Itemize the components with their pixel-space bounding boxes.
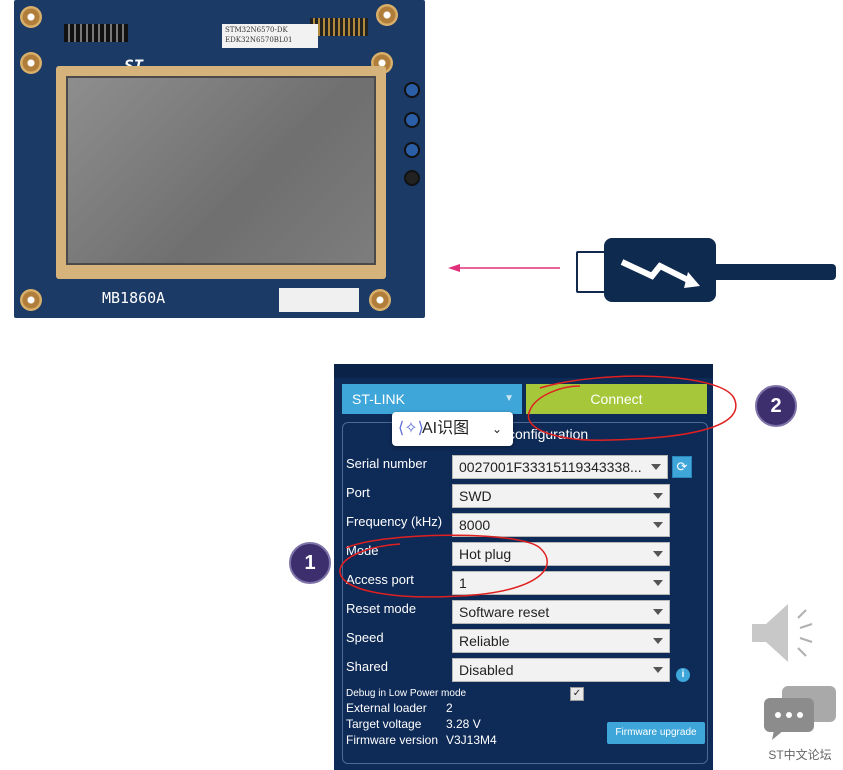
speed-value: Reliable <box>459 633 510 649</box>
dropdown-arrow-icon <box>653 667 663 673</box>
dropdown-arrow-icon <box>653 493 663 499</box>
firmware-upgrade-button[interactable]: Firmware upgrade <box>607 722 705 744</box>
frequency-select[interactable]: 8000 <box>452 513 670 537</box>
dropdown-arrow-icon <box>651 464 661 470</box>
board-button <box>404 170 420 186</box>
port-select[interactable]: SWD <box>452 484 670 508</box>
interface-select[interactable]: ST-LINK ▼ <box>342 384 522 414</box>
shared-select[interactable]: Disabled <box>452 658 670 682</box>
dropdown-arrow-icon <box>653 551 663 557</box>
reset-mode-value: Software reset <box>459 604 550 620</box>
mount-hole <box>20 52 42 74</box>
dev-board-image: STM32N6570-DK EDK32N6570BL01 ST MB1860A <box>14 0 425 318</box>
pin-header <box>310 18 368 36</box>
arrow-left-icon <box>448 264 560 272</box>
board-button <box>404 82 420 98</box>
access-port-select[interactable]: 1 <box>452 571 670 595</box>
frequency-label: Frequency (kHz) <box>346 514 443 529</box>
lcd-screen <box>56 66 386 279</box>
target-voltage-label: Target voltage <box>346 717 422 731</box>
info-icon[interactable]: i <box>676 668 690 682</box>
ai-popup-label: AI识图 <box>422 420 470 437</box>
port-value: SWD <box>459 488 492 504</box>
speed-label: Speed <box>346 630 384 645</box>
board-chip-label: STM32N6570-DK EDK32N6570BL01 <box>222 24 318 48</box>
mode-label: Mode <box>346 543 379 558</box>
mode-value: Hot plug <box>459 546 512 562</box>
reset-mode-select[interactable]: Software reset <box>452 600 670 624</box>
mode-select[interactable]: Hot plug <box>452 542 670 566</box>
access-port-label: Access port <box>346 572 414 587</box>
debug-low-power-label: Debug in Low Power mode <box>346 688 467 699</box>
shared-label: Shared <box>346 659 388 674</box>
forum-label[interactable]: ST中文论坛 <box>768 748 832 762</box>
external-loader-value: 2 <box>446 701 453 715</box>
ai-image-popup[interactable]: ⟨✧⟩ AI识图 ⌄ <box>392 412 513 446</box>
board-serial-sticker <box>279 288 359 312</box>
board-model-label: MB1860A <box>102 289 166 307</box>
mount-hole <box>369 289 391 311</box>
firmware-version-label: Firmware version <box>346 733 439 747</box>
access-port-value: 1 <box>459 575 467 591</box>
interface-select-value: ST-LINK <box>352 391 405 407</box>
firmware-version-value: V3J13M4 <box>446 733 497 747</box>
dropdown-arrow-icon <box>653 609 663 615</box>
reset-mode-label: Reset mode <box>346 601 417 616</box>
stm32cubeprogrammer-panel: ST-LINK ▼ Connect configuration Serial n… <box>334 364 713 770</box>
frequency-value: 8000 <box>459 517 491 533</box>
chevron-down-icon: ⌄ <box>492 422 503 436</box>
mount-hole <box>20 289 42 311</box>
serial-number-label: Serial number <box>346 456 427 471</box>
board-button <box>404 112 420 128</box>
serial-number-value: 0027001F33315119343338... <box>459 459 642 475</box>
shared-value: Disabled <box>459 662 514 678</box>
serial-number-select[interactable]: 0027001F33315119343338... <box>452 455 668 479</box>
speaker-icon[interactable] <box>748 598 828 668</box>
mount-hole <box>20 6 42 28</box>
step-badge-2: 2 <box>755 385 797 427</box>
usb-wire <box>714 264 836 280</box>
dropdown-arrow-icon <box>653 522 663 528</box>
port-label: Port <box>346 485 370 500</box>
board-button <box>404 142 420 158</box>
refresh-icon[interactable]: ⟳ <box>672 456 692 478</box>
connect-button[interactable]: Connect <box>526 384 707 414</box>
chat-bubble-icon[interactable] <box>760 686 840 742</box>
pin-header <box>64 24 128 42</box>
configuration-title: configuration <box>508 426 589 442</box>
chevron-down-icon: ▼ <box>504 393 514 404</box>
dropdown-arrow-icon <box>653 580 663 586</box>
mount-hole <box>376 4 398 26</box>
usb-cable-icon <box>604 238 716 302</box>
target-voltage-value: 3.28 V <box>446 717 481 731</box>
speed-select[interactable]: Reliable <box>452 629 670 653</box>
sparkle-icon: ⟨✧⟩ <box>398 420 424 437</box>
debug-low-power-checkbox[interactable]: ✓ <box>570 687 584 701</box>
external-loader-label: External loader <box>346 701 427 715</box>
step-badge-1: 1 <box>289 542 331 584</box>
dropdown-arrow-icon <box>653 638 663 644</box>
